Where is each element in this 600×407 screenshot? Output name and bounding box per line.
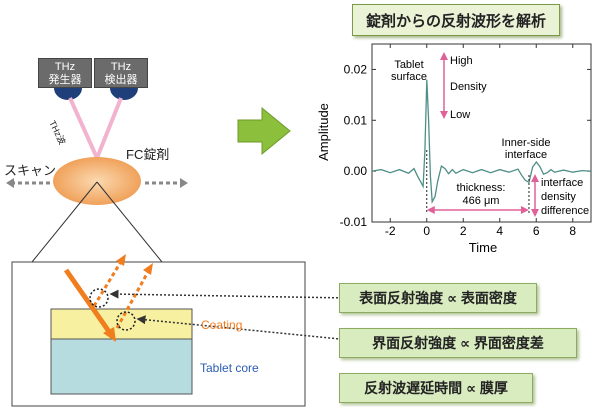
inner-side-label-2: interface bbox=[505, 149, 547, 161]
analysis-title: 錠剤からの反射波形を解析 bbox=[352, 4, 560, 36]
tablet-label: FC錠剤 bbox=[126, 147, 170, 162]
relation-surface: 表面反射強度 ∝ 表面密度 bbox=[339, 283, 537, 313]
x-tick-label: 4 bbox=[496, 224, 503, 238]
interface-density-label-2: density bbox=[541, 191, 576, 203]
emitter-dome bbox=[54, 88, 82, 100]
x-tick-label: 6 bbox=[533, 224, 540, 238]
relation-interface: 界面反射強度 ∝ 界面密度差 bbox=[339, 328, 577, 358]
low-label: Low bbox=[450, 109, 470, 121]
tablet-surface-label-2: surface bbox=[391, 71, 427, 83]
plot-frame bbox=[371, 43, 592, 223]
high-label: High bbox=[450, 55, 473, 67]
thz-emitter: THz 発生器 bbox=[38, 58, 92, 88]
scan-label: スキャン bbox=[4, 163, 57, 178]
analysis-arrow bbox=[237, 106, 291, 156]
x-tick-label: -2 bbox=[385, 224, 396, 238]
x-tick-label: 2 bbox=[460, 224, 467, 238]
detector-line2: 検出器 bbox=[104, 74, 138, 86]
emitter-line1: THz bbox=[54, 61, 76, 73]
surface-highlight bbox=[89, 288, 109, 308]
thickness-value: 466 μm bbox=[463, 195, 500, 207]
core-layer bbox=[50, 338, 193, 395]
inner-side-label: Inner-side bbox=[502, 137, 551, 149]
core-label: Tablet core bbox=[200, 361, 259, 375]
zoom-line-right bbox=[96, 181, 163, 263]
thz-beam-out bbox=[95, 97, 123, 159]
y-tick-label: -0.01 bbox=[340, 215, 368, 229]
interface-density-label: interface bbox=[541, 177, 583, 189]
x-axis-label: Time bbox=[469, 240, 497, 255]
thickness-label: thickness: bbox=[457, 182, 506, 194]
y-tick-label: 0.01 bbox=[344, 113, 368, 127]
thz-detector: THz 検出器 bbox=[94, 58, 148, 88]
y-tick-label: 0.02 bbox=[344, 62, 368, 76]
y-axis-label: Amplitude bbox=[316, 103, 331, 161]
tablet-surface-label: Tablet bbox=[394, 59, 423, 71]
surface-reflection bbox=[92, 259, 124, 307]
interface-highlight bbox=[116, 311, 136, 331]
density-label: Density bbox=[450, 81, 487, 93]
detector-line1: THz bbox=[110, 61, 132, 73]
thz-beam-in bbox=[68, 97, 99, 159]
emitter-line2: 発生器 bbox=[48, 74, 82, 86]
interface-density-label-3: difference bbox=[541, 205, 589, 217]
detector-dome bbox=[110, 88, 138, 100]
y-tick-label: 0.00 bbox=[344, 164, 368, 178]
pointer-interface bbox=[136, 315, 351, 341]
x-tick-label: 0 bbox=[423, 224, 430, 238]
relation-thickness: 反射波遅延時間 ∝ 膜厚 bbox=[339, 373, 533, 403]
waveform-line bbox=[371, 79, 592, 204]
incident-beam bbox=[63, 268, 113, 335]
coating-label: Coating bbox=[201, 318, 243, 332]
zoom-line-left bbox=[31, 181, 98, 263]
fc-tablet bbox=[53, 157, 141, 205]
x-tick-label: 8 bbox=[569, 224, 576, 238]
